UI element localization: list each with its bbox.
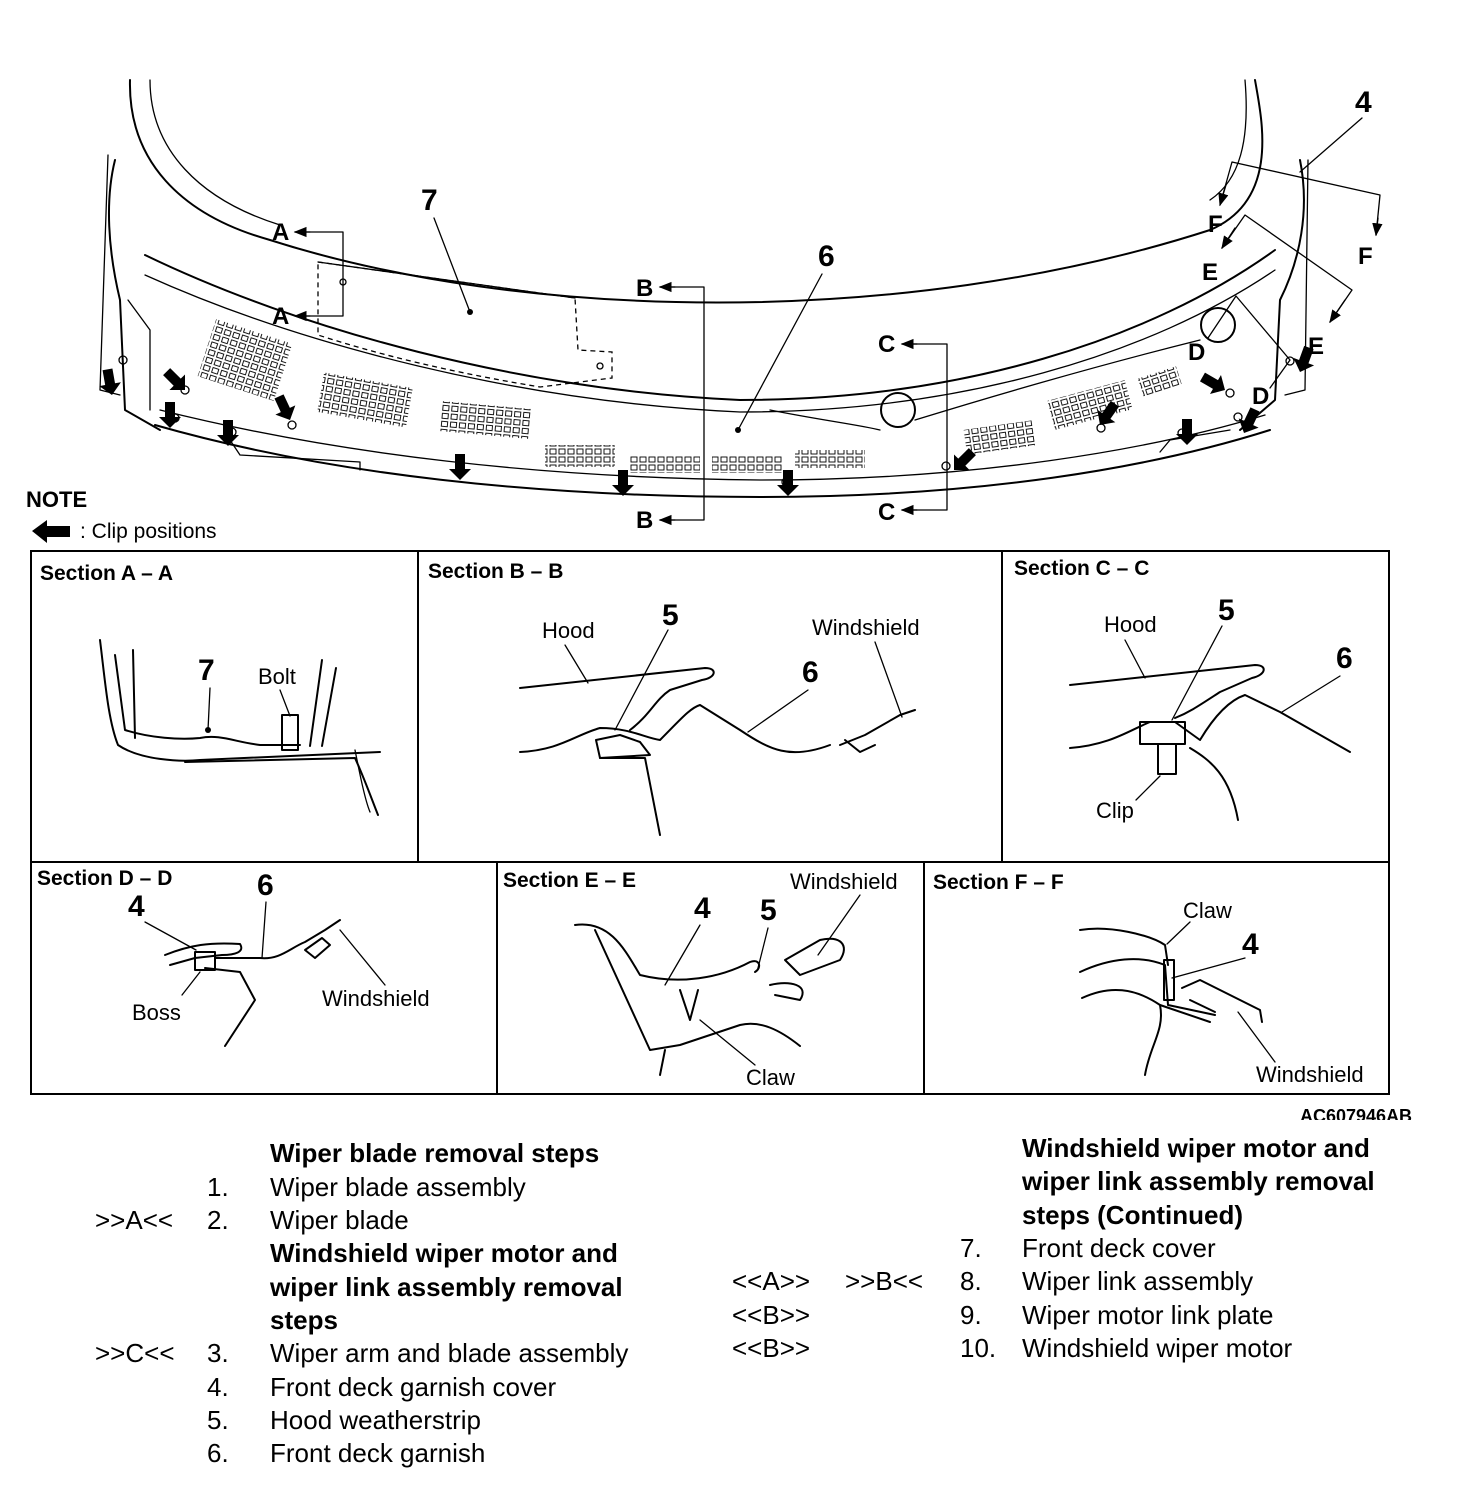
note-title: NOTE xyxy=(26,487,87,512)
cowl-assembly-drawing xyxy=(99,79,1309,498)
step-9-mark: <<B>> xyxy=(732,1300,811,1330)
section-f-title: Section F – F xyxy=(933,871,1064,894)
section-cut-markers: A A B B C C D D E E F F xyxy=(272,161,1383,534)
main-callouts: 4 6 7 xyxy=(421,86,1372,433)
step-5: Hood weatherstrip xyxy=(270,1405,481,1435)
svg-text:Claw: Claw xyxy=(1183,898,1232,923)
step-4: Front deck garnish cover xyxy=(270,1372,557,1402)
svg-text:C: C xyxy=(878,499,895,526)
wiper-removal-diagram: 4 6 7 A A B B C C D D E E xyxy=(26,79,1412,1120)
svg-text:D: D xyxy=(1188,339,1205,366)
svg-text:A: A xyxy=(272,219,289,246)
clip-legend-arrow-icon xyxy=(32,520,70,543)
svg-text:7: 7 xyxy=(198,654,215,687)
step-8-mark-2: >>B<< xyxy=(845,1266,924,1296)
svg-text:6: 6 xyxy=(257,869,274,902)
section-f-f: Section F – F Claw 4 Windshield xyxy=(933,871,1364,1087)
svg-text:6: 6 xyxy=(802,656,819,689)
callout-7: 7 xyxy=(421,184,438,217)
svg-text:4: 4 xyxy=(1242,928,1259,961)
step-10: Windshield wiper motor xyxy=(1022,1333,1293,1363)
section-d-d: Section D – D 4 6 Boss Windshield xyxy=(37,867,430,1047)
steps-heading-3-line1: Windshield wiper motor and xyxy=(1022,1133,1370,1163)
steps-heading-3-line2: wiper link assembly removal xyxy=(1022,1166,1375,1196)
svg-text:Hood: Hood xyxy=(542,618,595,643)
svg-text:Windshield: Windshield xyxy=(322,986,430,1011)
step-1: Wiper blade assembly xyxy=(270,1172,526,1202)
section-c-title: Section C – C xyxy=(1014,557,1149,580)
svg-text:Claw: Claw xyxy=(746,1065,795,1090)
svg-text:5: 5 xyxy=(760,894,777,927)
section-a-a: Section A – A 7 Bolt xyxy=(40,562,381,816)
section-b-title: Section B – B xyxy=(428,560,563,583)
section-a-title: Section A – A xyxy=(40,562,173,585)
svg-text:Boss: Boss xyxy=(132,1000,181,1025)
step-3: Wiper arm and blade assembly xyxy=(270,1338,629,1368)
step-8-mark-1: <<A>> xyxy=(732,1266,811,1296)
step-6: Front deck garnish xyxy=(270,1438,486,1468)
step-3-mark: >>C<< xyxy=(95,1338,175,1368)
step-10-mark: <<B>> xyxy=(732,1333,811,1363)
svg-text:E: E xyxy=(1308,333,1324,360)
svg-text:Windshield: Windshield xyxy=(812,615,920,640)
svg-text:C: C xyxy=(878,331,895,358)
step-2: Wiper blade xyxy=(270,1205,409,1235)
steps-heading-2-line3: steps xyxy=(270,1305,338,1335)
svg-text:Windshield: Windshield xyxy=(790,869,898,894)
svg-text:Clip: Clip xyxy=(1096,798,1134,823)
callout-4: 4 xyxy=(1355,86,1372,119)
section-c-c: Section C – C Hood 5 6 Clip xyxy=(1014,557,1353,823)
svg-text:B: B xyxy=(636,507,653,534)
callout-6: 6 xyxy=(818,240,835,273)
steps-heading-2-line2: wiper link assembly removal xyxy=(270,1272,623,1302)
step-9: Wiper motor link plate xyxy=(1022,1300,1274,1330)
step-2-mark: >>A<< xyxy=(95,1205,174,1235)
svg-text:D: D xyxy=(1252,383,1269,410)
step-7: Front deck cover xyxy=(1022,1233,1216,1263)
steps-heading-3-line3: steps (Continued) xyxy=(1022,1200,1243,1230)
section-b-b: Section B – B Hood 5 6 Windshield xyxy=(428,560,920,836)
steps-heading-1: Wiper blade removal steps xyxy=(270,1138,600,1168)
svg-text:6: 6 xyxy=(1336,642,1353,675)
svg-text:4: 4 xyxy=(694,892,711,925)
svg-text:B: B xyxy=(636,275,653,302)
svg-text:Bolt: Bolt xyxy=(258,664,296,689)
svg-text:E: E xyxy=(1202,259,1218,286)
svg-text:F: F xyxy=(1358,243,1373,270)
note-legend: : Clip positions xyxy=(80,520,217,543)
step-8: Wiper link assembly xyxy=(1022,1266,1254,1296)
section-e-title: Section E – E xyxy=(503,869,636,892)
svg-text:5: 5 xyxy=(1218,594,1235,627)
section-e-e: Section E – E 4 5 Windshield Claw xyxy=(503,869,898,1090)
svg-text:A: A xyxy=(272,303,289,330)
svg-text:Windshield: Windshield xyxy=(1256,1062,1364,1087)
figure-id: AC607946AB xyxy=(1300,1106,1412,1120)
svg-text:F: F xyxy=(1208,211,1223,238)
svg-text:4: 4 xyxy=(128,890,145,923)
section-d-title: Section D – D xyxy=(37,867,172,890)
svg-text:Hood: Hood xyxy=(1104,612,1157,637)
steps-heading-2-line1: Windshield wiper motor and xyxy=(270,1238,618,1268)
svg-text:5: 5 xyxy=(662,599,679,632)
note-block: NOTE : Clip positions xyxy=(26,487,217,543)
